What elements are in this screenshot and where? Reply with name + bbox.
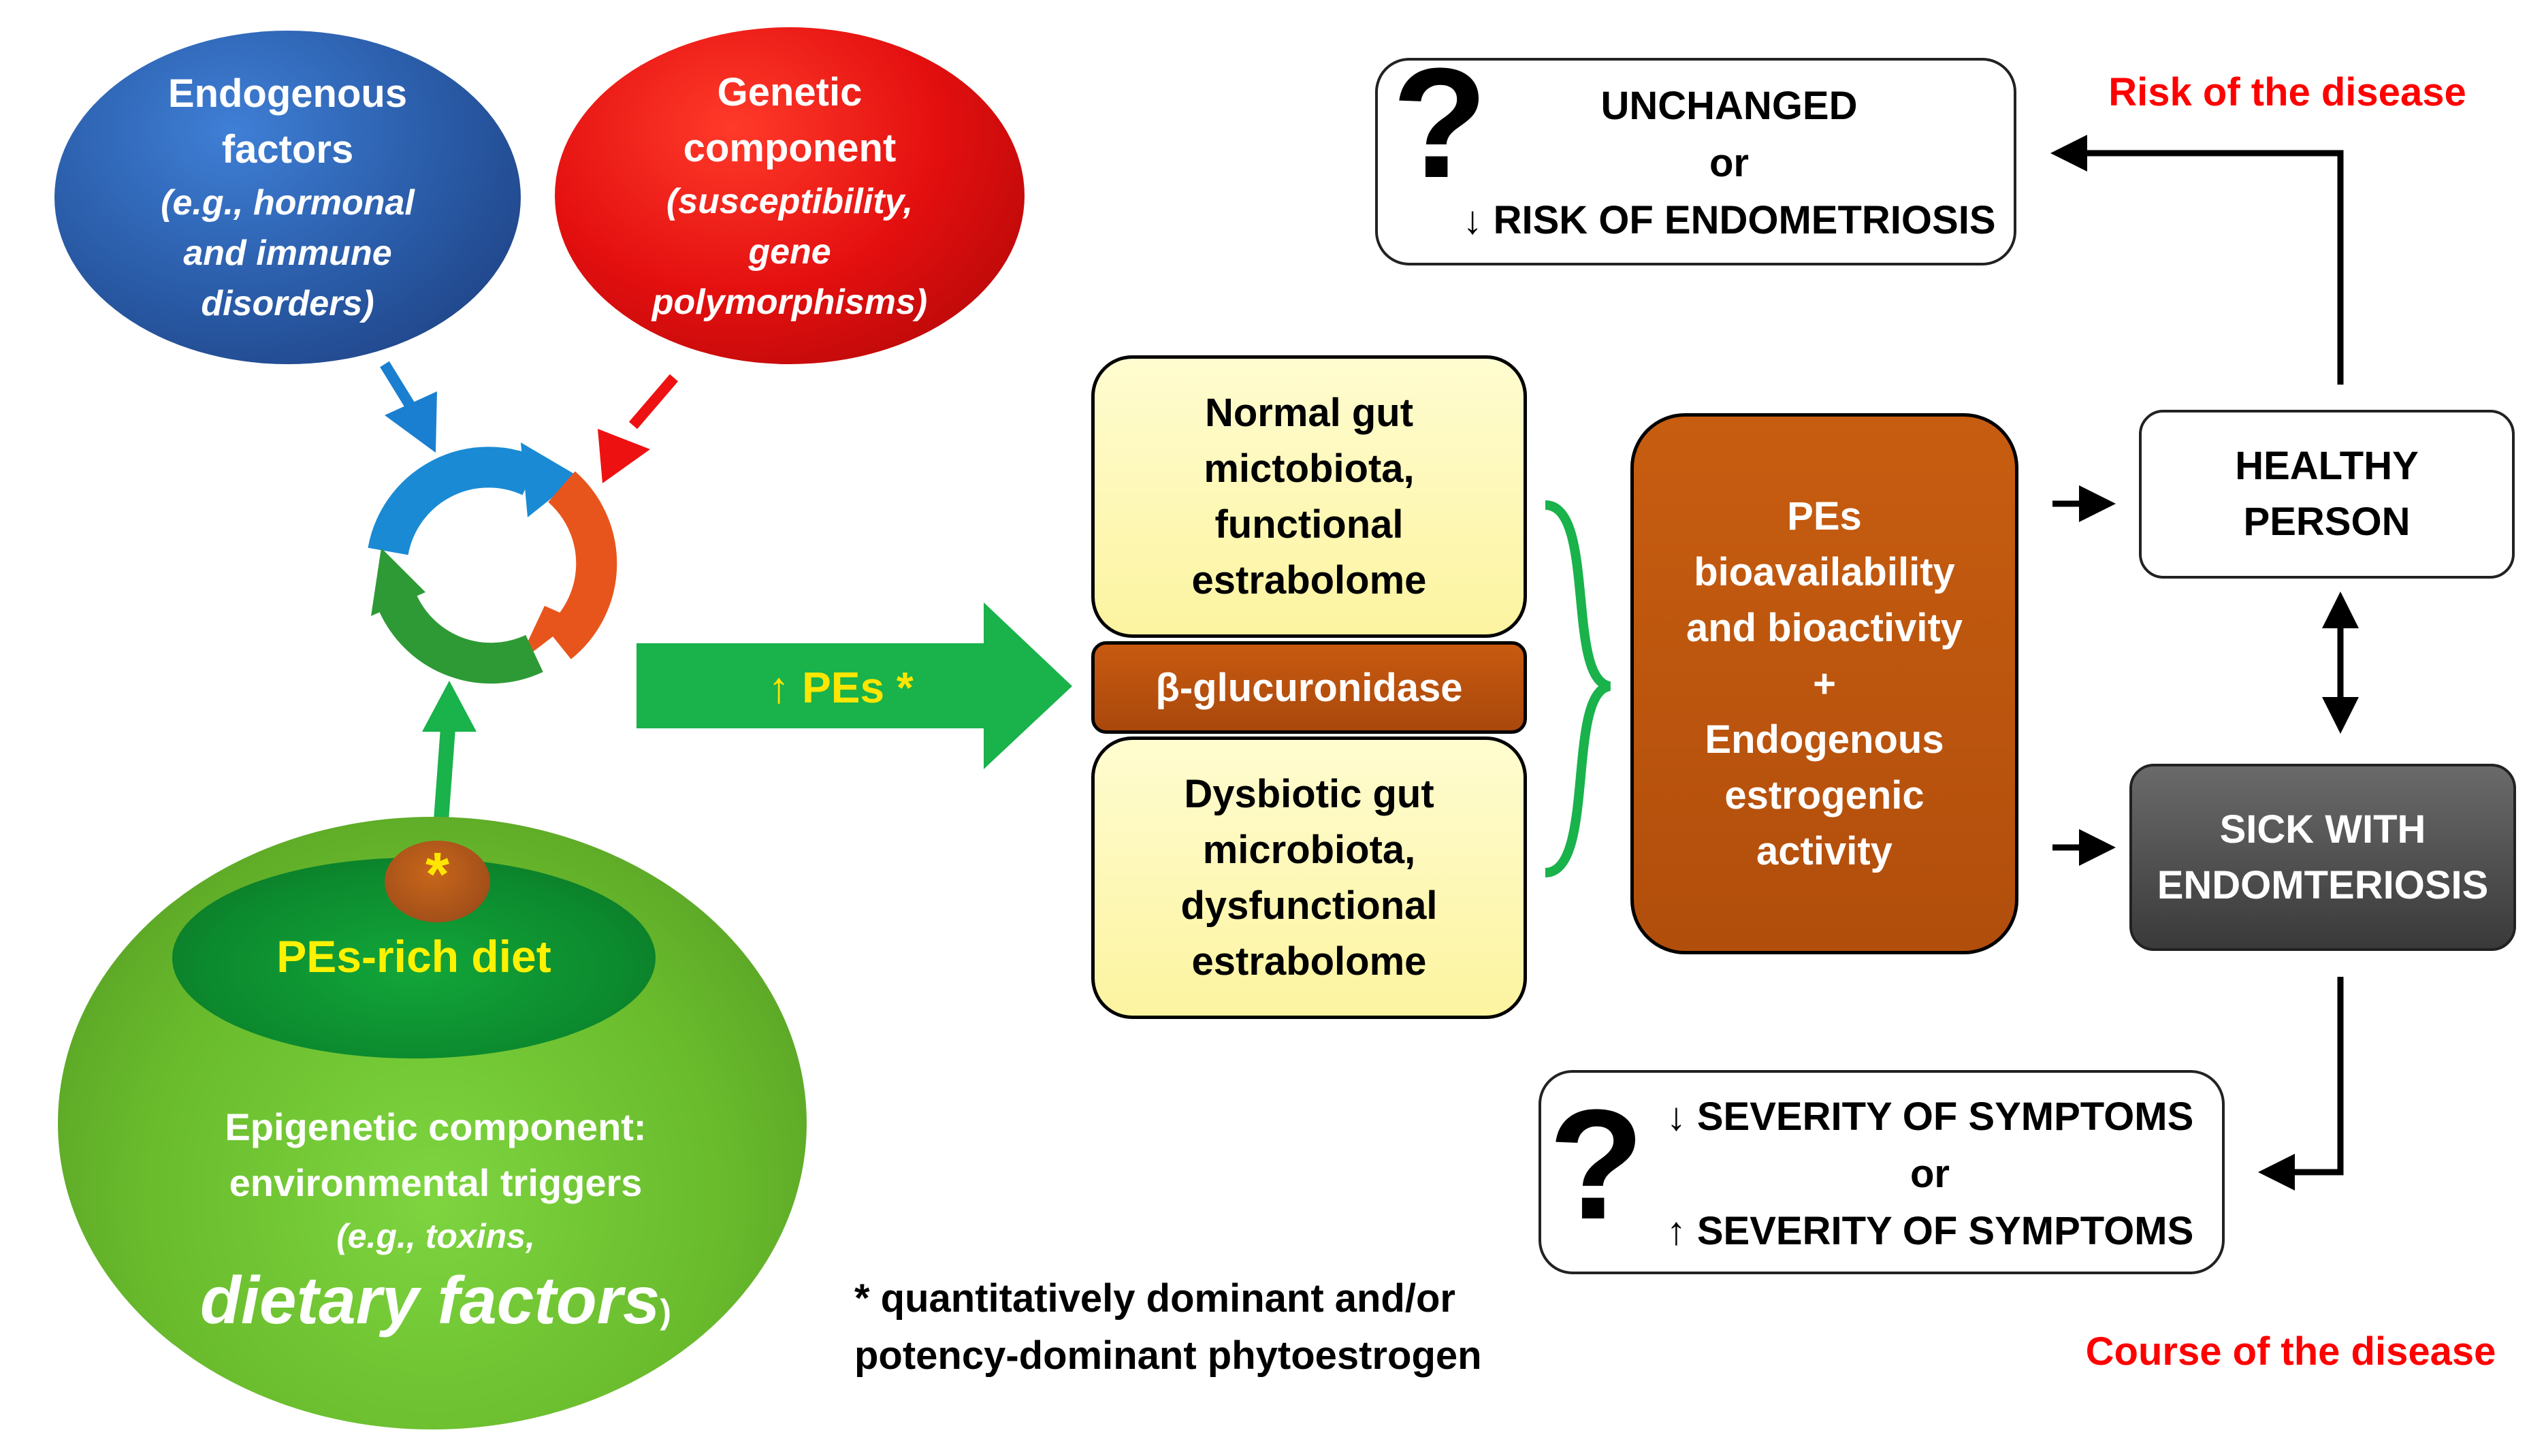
healthy-person-box: HEALTHY PERSON [2139,410,2515,579]
normal-gut-line-3: functional [1214,502,1404,547]
risk-outcome-text: UNCHANGED or ↓ RISK OF ENDOMETRIOSIS [1457,75,2001,252]
dietary-factors-text: dietary factors [199,1263,660,1338]
risk-outcome-box [1375,58,2016,265]
pes-box-line-4: + [1813,661,1836,706]
epigenetic-text: Epigenetic component: environmental trig… [136,1089,735,1361]
genetic-title-2: component [683,125,897,170]
healthy-to-risk-arrow [2050,135,2344,385]
pes-box-line-3: and bioactivity [1686,605,1963,650]
endogenous-title-2: factors [221,127,354,172]
genetic-sub-3: polymorphisms) [651,282,928,322]
healthy-line-1: HEALTHY [2235,444,2419,488]
seed-marker [385,841,490,922]
endogenous-sub-3: disorders) [201,284,374,323]
risk-outcome-line-2: or [1709,141,1749,185]
diet-label: PEs-rich diet [276,931,551,982]
genetic-component-ellipse: Genetic component (susceptibility, gene … [555,27,1025,364]
pes-activity-box: PEs bioavailability and bioactivity + En… [1630,413,2018,954]
sick-line-1: SICK WITH [2219,807,2426,852]
healthy-line-2: PERSON [2243,500,2411,544]
dysbiotic-gut-line-3: dysfunctional [1180,883,1438,928]
sick-with-endometriosis-box: SICK WITH ENDOMTERIOSIS [2129,764,2516,951]
footnote-line-1: * quantitatively dominant and/or [854,1276,1455,1321]
dysbiotic-gut-line-4: estrabolome [1191,939,1427,984]
footnote-line-2: potency-dominant phytoestrogen [854,1333,1482,1378]
course-outcome-line-3: ↑ SEVERITY OF SYMPTOMS [1666,1209,2194,1253]
question-mark-icon: ? [1391,35,1488,210]
dysbiotic-gut-line-1: Dysbiotic gut [1184,771,1434,816]
course-outcome-box [1539,1070,2225,1274]
dietary-factors-paren: ) [660,1293,672,1331]
endogenous-factors-ellipse: Endogenous factors (e.g., hormonal and i… [54,31,521,364]
endogenous-sub-2: and immune [183,233,392,273]
gut-state-brace [1544,500,1612,877]
pes-box-line-6: estrogenic [1724,773,1924,818]
risk-of-disease-label: Risk of the disease [2108,69,2466,114]
footnote: * quantitatively dominant and/or potency… [854,1266,1535,1389]
pes-box-line-5: Endogenous [1705,717,1944,762]
genetic-sub-1: (susceptibility, [666,181,914,221]
sick-to-course-arrow [2258,977,2344,1191]
glucuronidase-box: β-glucuronidase [1091,641,1527,734]
course-outcome-text: ↓ SEVERITY OF SYMPTOMS or ↑ SEVERITY OF … [1647,1086,2212,1263]
pes-increase-arrow [637,602,1072,769]
normal-gut-box: Normal gut mictobiota, functional estrab… [1091,355,1527,638]
epigenetic-line-1: Epigenetic component: [225,1105,647,1148]
normal-gut-line-1: Normal gut [1204,390,1414,435]
genetic-to-cycle-arrow [598,374,679,483]
genetic-title-1: Genetic [717,69,863,114]
course-of-disease-label: Course of the disease [2085,1329,2496,1374]
pes-box-line-1: PEs [1787,494,1862,538]
seed-asterisk: * [425,840,450,909]
course-outcome-line-2: or [1910,1152,1950,1196]
epigenetic-line-4: dietary factors) [200,1261,671,1351]
question-mark-icon: ? [1548,1076,1645,1252]
normal-gut-line-4: estrabolome [1191,557,1427,602]
normal-gut-line-2: mictobiota, [1204,446,1415,491]
genetic-sub-2: gene [748,231,831,272]
glucuronidase-label: β-glucuronidase [1155,665,1463,710]
cycle-icon [368,442,617,684]
epigenetic-line-3: (e.g., toxins, [336,1217,535,1255]
dysbiotic-gut-line-2: microbiota, [1202,827,1416,872]
endogenous-sub-1: (e.g., hormonal [161,183,415,223]
endogenous-title-1: Endogenous [167,71,408,116]
course-outcome-line-1: ↓ SEVERITY OF SYMPTOMS [1666,1095,2194,1139]
pes-arrow-label: ↑ PEs * [768,663,914,712]
risk-outcome-line-1: UNCHANGED [1600,84,1858,128]
pes-box-line-2: bioavailability [1694,549,1955,594]
risk-outcome-line-3: ↓ RISK OF ENDOMETRIOSIS [1462,198,1996,242]
pes-box-line-7: activity [1756,828,1892,873]
sick-line-2: ENDOMTERIOSIS [2157,862,2489,907]
dysbiotic-gut-box: Dysbiotic gut microbiota, dysfunctional … [1091,737,1527,1019]
endogenous-to-cycle-arrow [380,361,437,453]
epigenetic-line-2: environmental triggers [229,1161,643,1204]
diet-to-cycle-arrow [422,681,477,821]
